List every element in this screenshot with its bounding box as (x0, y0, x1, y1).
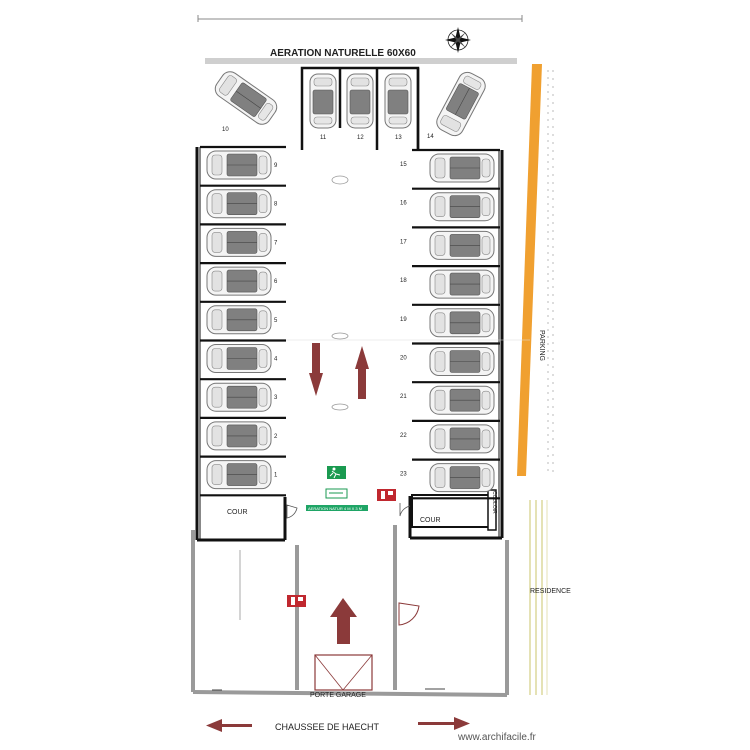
spot-number: 21 (400, 394, 407, 400)
residence-label: RESIDENCE (530, 588, 571, 595)
car-icon (429, 308, 495, 338)
spot-number: 5 (274, 318, 278, 324)
garage-door-label: PORTE GARAGE (310, 692, 366, 699)
garage-door (314, 654, 373, 691)
spot-number: 15 (400, 162, 407, 168)
left-parking-column (195, 147, 287, 542)
emergency-exit-icon (325, 466, 348, 499)
spot-number: 6 (274, 279, 278, 285)
door-ramp (398, 602, 420, 626)
car-icon (206, 150, 272, 180)
car-icon (429, 463, 495, 493)
courtyard-right-label: COUR (420, 517, 441, 524)
aisle-arrow-up (355, 346, 369, 399)
entrance-ramp-walls (191, 525, 509, 697)
car-icon (346, 73, 374, 129)
spot-number: 2 (274, 434, 278, 440)
car-icon (429, 385, 495, 415)
spot-number: 20 (400, 356, 407, 362)
watermark: www.archifacile.fr (457, 732, 536, 743)
vent-label: AERATION NATUR 4 M X 3 M (308, 506, 362, 511)
road-arrow-left (206, 719, 252, 732)
car-icon (429, 230, 495, 260)
fire-extinguisher-icon (287, 595, 306, 607)
car-icon (206, 305, 272, 335)
door-left (286, 504, 298, 519)
spot-number: 8 (274, 202, 278, 208)
compass-rose-icon (445, 27, 471, 53)
spot-number: 3 (274, 395, 278, 401)
spot-number: 22 (400, 433, 407, 439)
car-icon (206, 460, 272, 490)
aeration-band (205, 58, 517, 64)
spot-number: 17 (400, 239, 407, 245)
car-icon (206, 382, 272, 412)
car-icon (429, 192, 495, 222)
spot-number: 13 (395, 135, 402, 141)
aisle-arrow-down (309, 343, 323, 396)
ramp-entry-arrow (330, 598, 357, 644)
vent-strip (306, 505, 368, 511)
car-icon (429, 347, 495, 376)
spot-number: 12 (357, 135, 364, 141)
car-icon (429, 269, 495, 299)
road-arrow-right (418, 717, 470, 730)
car-icon (211, 67, 281, 129)
parking-label: PARKING (538, 330, 545, 361)
car-icon (206, 266, 272, 296)
car-icon (309, 73, 337, 129)
spot-number: 23 (400, 472, 407, 478)
door-right (399, 503, 411, 517)
spot-number: 10 (222, 127, 229, 133)
car-icon (433, 68, 489, 140)
spot-number: 4 (274, 357, 278, 363)
car-icon (429, 153, 495, 183)
spot-number: 14 (427, 134, 434, 140)
car-icon (384, 73, 412, 129)
spot-number: 18 (400, 278, 407, 284)
couloir-label: COULOIR (491, 491, 497, 514)
fire-extinguisher-icon (377, 489, 396, 501)
car-icon (206, 421, 272, 451)
orange-access-strip (517, 64, 542, 476)
car-icon (206, 189, 272, 219)
car-icon (429, 424, 495, 454)
spot-number: 7 (274, 240, 278, 246)
road-label: CHAUSSEE DE HAECHT (275, 722, 380, 732)
spot-number: 1 (274, 473, 278, 479)
spot-number: 9 (274, 163, 278, 169)
courtyard-left-label: COUR (227, 509, 248, 516)
spot-number: 11 (320, 135, 327, 141)
spot-number: 19 (400, 317, 407, 323)
aeration-title: AERATION NATURELLE 60X60 (270, 48, 416, 59)
car-icon (206, 344, 272, 373)
car-icon (206, 227, 272, 257)
spot-number: 16 (400, 201, 407, 207)
